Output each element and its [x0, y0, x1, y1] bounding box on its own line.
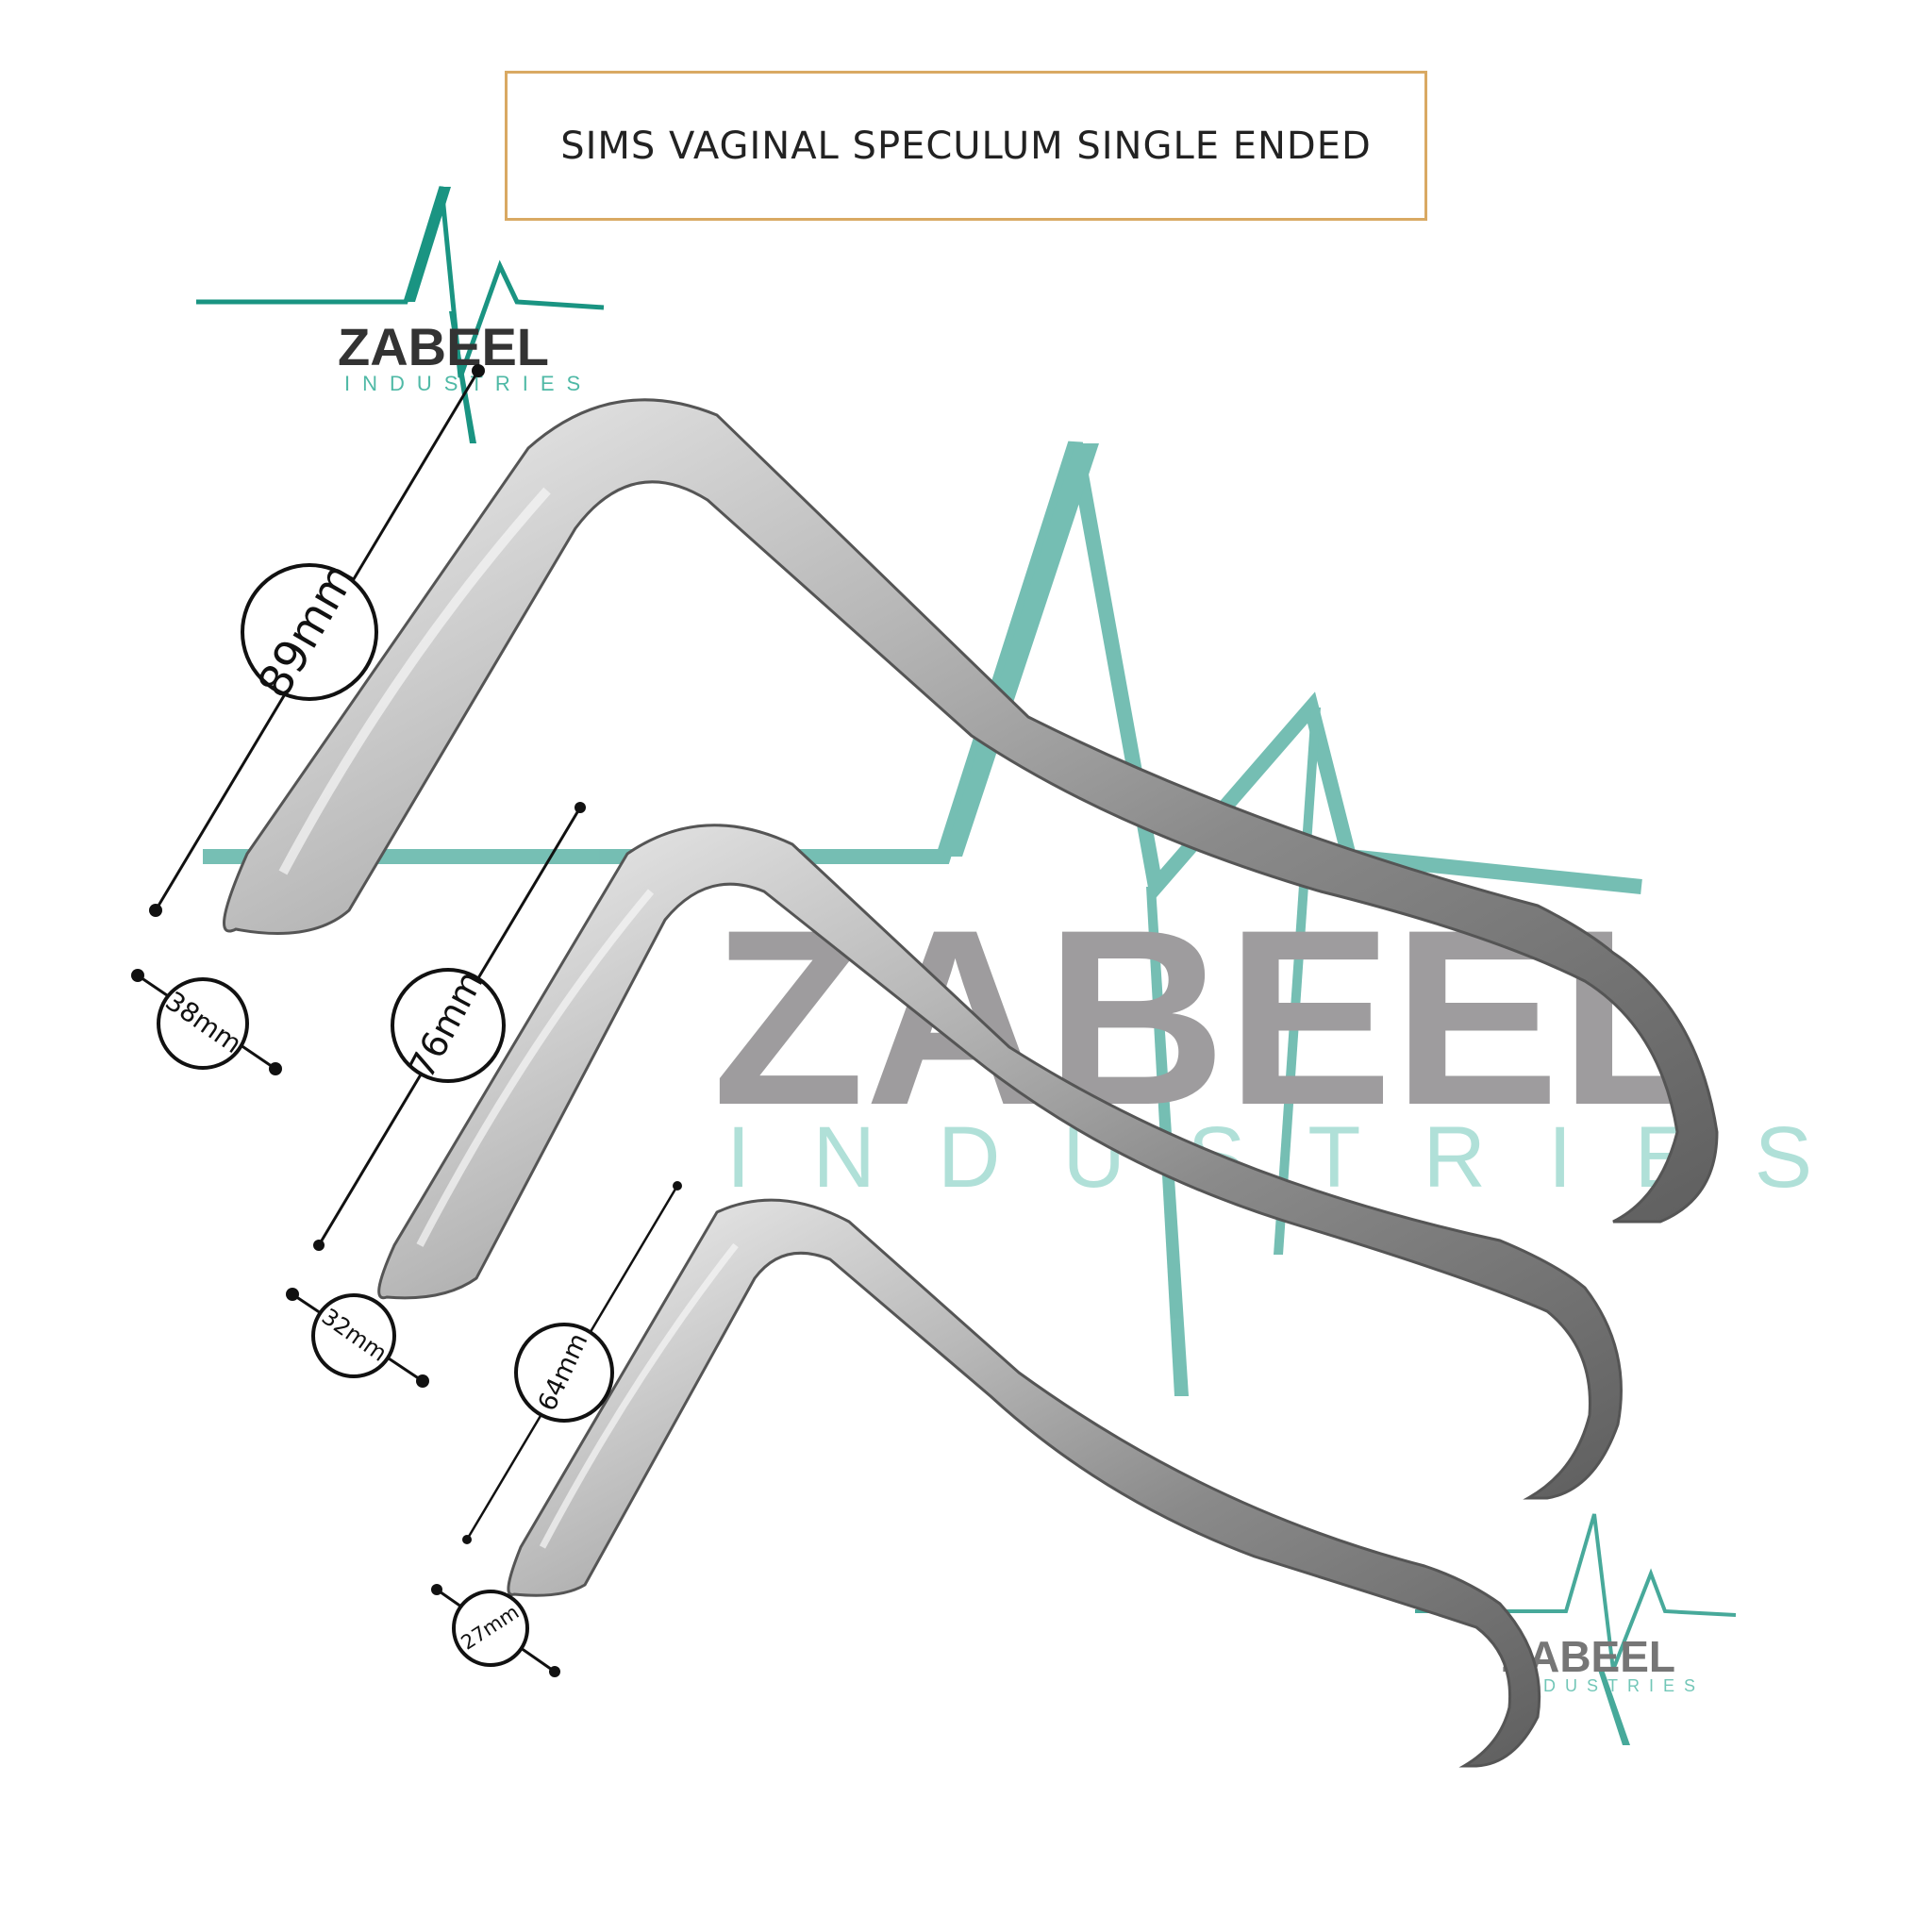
- logo-brand-subtitle-small: INDUSTRIES: [1507, 1676, 1705, 1695]
- dimension-length-large: 89mm: [149, 364, 485, 917]
- speculum-medium: [377, 824, 1623, 1500]
- dimension-width-small: 27mm: [431, 1584, 560, 1677]
- speculum-small: [507, 1198, 1541, 1768]
- logo-brand-subtitle: INDUSTRIES: [344, 372, 592, 395]
- dimension-length-small: 64mm: [462, 1181, 682, 1544]
- dimension-width-large: 38mm: [131, 969, 282, 1075]
- logo-brand-name: ZABEEL: [338, 317, 549, 376]
- page-title: SIMS VAGINAL SPECULUM SINGLE ENDED: [560, 124, 1372, 168]
- dimension-width-medium: 32mm: [286, 1288, 429, 1388]
- dimension-length-medium: 76mm: [313, 802, 586, 1251]
- speculum-large: [223, 398, 1719, 1224]
- brand-logo-bottom-right: ZABEEL INDUSTRIES: [1415, 1513, 1737, 1745]
- brand-logo-top-left: ZABEEL INDUSTRIES: [196, 186, 605, 443]
- title-box: SIMS VAGINAL SPECULUM SINGLE ENDED: [505, 71, 1427, 221]
